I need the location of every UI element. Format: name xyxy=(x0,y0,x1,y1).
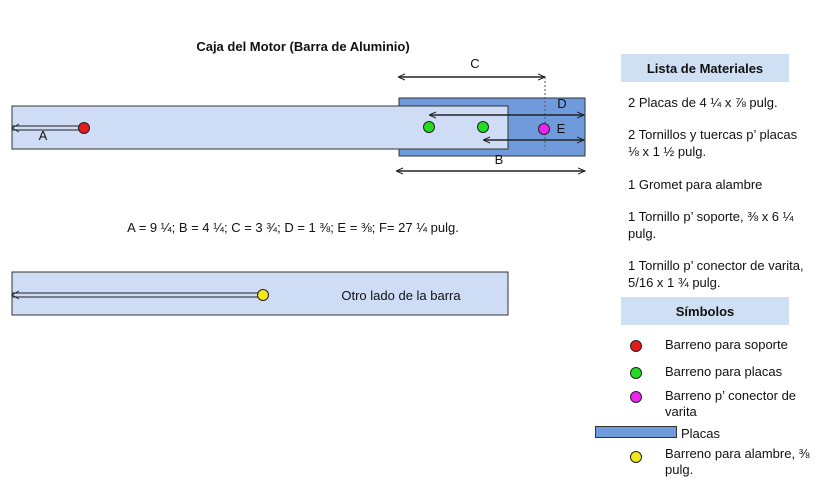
symbol-plate-hole: Barreno para placas xyxy=(628,364,818,382)
magenta-circle-icon xyxy=(630,391,642,403)
yellow-circle-icon xyxy=(630,451,642,463)
symbol-label: Barreno para placas xyxy=(665,364,783,379)
symbol-wire-hole: Barreno para alambre, ⅜ pulg. xyxy=(628,446,818,480)
plate-swatch-icon xyxy=(595,426,677,438)
plate-hole-1 xyxy=(423,121,435,133)
plate-hole-2 xyxy=(477,121,489,133)
green-circle-icon xyxy=(630,367,642,379)
material-item: 1 Gromet para alambre xyxy=(628,177,763,192)
wand-connector-hole xyxy=(538,123,550,135)
material-item: 2 Tornillos y tuercas p’ placas ⅛ x 1 ½ … xyxy=(628,127,798,159)
material-item: 1 Tornillo p’ soporte, ⅜ x 6 ¼ pulg. xyxy=(628,209,794,241)
dim-a-arrowhead xyxy=(10,123,20,133)
symbol-label: Barreno para alambre, ⅜ pulg. xyxy=(665,446,810,477)
material-item: 1 Tornillo p’ conector de varita, 5/16 x… xyxy=(628,258,804,290)
wire-arrowhead xyxy=(10,290,20,300)
dim-d-label: D xyxy=(557,96,566,111)
materials-header: Lista de Materiales xyxy=(621,54,789,82)
other-side-label: Otro lado de la barra xyxy=(341,288,461,303)
dim-b-label: B xyxy=(495,152,504,167)
red-circle-icon xyxy=(630,340,642,352)
symbol-plates: Placas xyxy=(681,426,781,444)
support-hole xyxy=(78,122,90,134)
motor-box-diagram: Caja del Motor (Barra de Aluminio) C D E… xyxy=(10,39,600,316)
dim-a-label: A xyxy=(39,128,48,143)
dim-e-label: E xyxy=(557,121,566,136)
symbol-wand-connector-hole: Barreno p’ conector de varita xyxy=(628,388,818,422)
symbol-label: Placas xyxy=(681,426,721,441)
wire-hole xyxy=(257,289,269,301)
symbols-header: Símbolos xyxy=(621,297,789,325)
symbol-label: Barreno p’ conector de varita xyxy=(665,388,797,419)
dim-c-label: C xyxy=(470,56,479,71)
diagram-title: Caja del Motor (Barra de Aluminio) xyxy=(196,39,409,54)
symbol-support-hole: Barreno para soporte xyxy=(628,337,818,355)
dimension-formula: A = 9 ¼; B = 4 ¼; C = 3 ¾; D = 1 ⅜; E = … xyxy=(127,220,459,235)
material-item: 2 Placas de 4 ¼ x ⅞ pulg. xyxy=(628,95,778,110)
symbol-label: Barreno para soporte xyxy=(665,337,788,352)
